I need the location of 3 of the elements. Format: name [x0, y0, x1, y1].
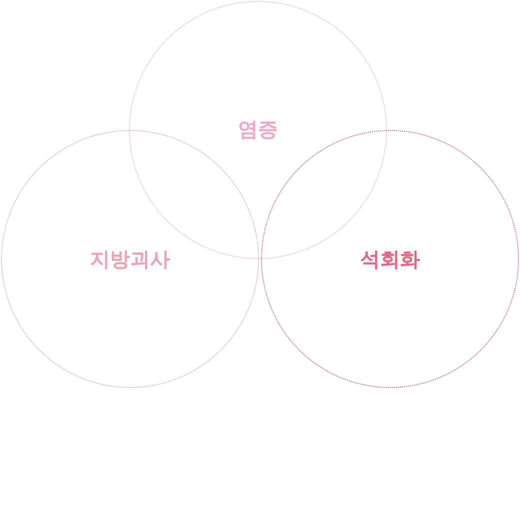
circle-label: 지방괴사: [90, 246, 170, 273]
circle-label: 석회화: [360, 246, 420, 273]
circle-label: 염증: [238, 116, 278, 143]
